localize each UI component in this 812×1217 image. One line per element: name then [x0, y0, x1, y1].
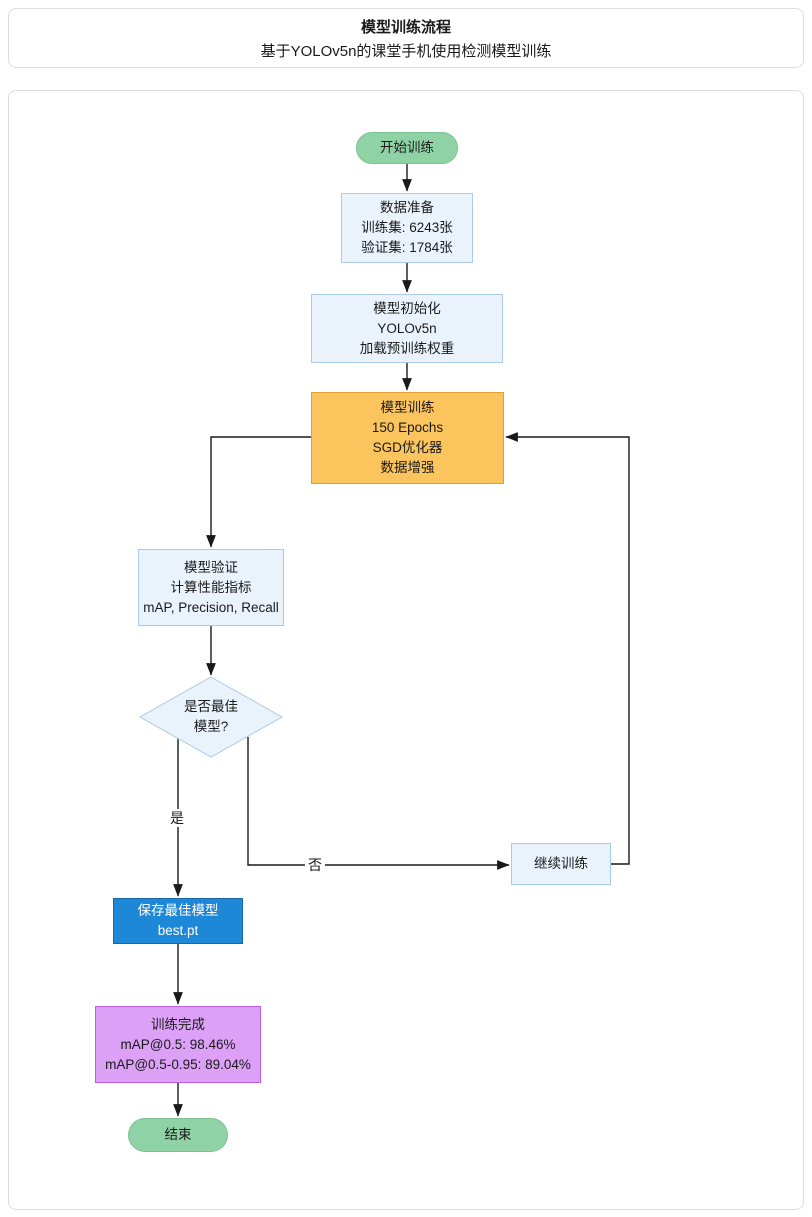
node-decision: 是否最佳 模型? [140, 677, 282, 757]
node-end: 结束 [128, 1118, 228, 1152]
node-model-init-line: YOLOv5n [377, 320, 437, 336]
node-training-line: 150 Epochs [371, 420, 444, 435]
node-training-line: 模型训练 [380, 400, 435, 415]
node-training: 模型训练 150 Epochs SGD优化器 数据增强 [311, 392, 504, 484]
node-continue-training: 继续训练 [511, 843, 611, 885]
edge-label-yes: 是 [167, 809, 187, 827]
page-subtitle: 基于YOLOv5n的课堂手机使用检测模型训练 [260, 42, 552, 60]
node-continue-training-label: 继续训练 [534, 856, 588, 871]
node-save-model-line: 保存最佳模型 [137, 903, 219, 918]
header-panel: 模型训练流程 基于YOLOv5n的课堂手机使用检测模型训练 [8, 8, 804, 68]
node-training-complete-line: mAP@0.5-0.95: 89.04% [105, 1056, 251, 1072]
node-training-line: 数据增强 [380, 460, 435, 475]
node-start: 开始训练 [356, 132, 458, 164]
node-training-line: SGD优化器 [372, 440, 443, 455]
node-training-complete-line: 训练完成 [151, 1016, 205, 1032]
node-data-prep-line: 训练集: 6243张 [361, 220, 453, 235]
node-start-label: 开始训练 [380, 140, 434, 155]
node-training-complete-line: mAP@0.5: 98.46% [120, 1036, 236, 1052]
node-training-complete: 训练完成 mAP@0.5: 98.46% mAP@0.5-0.95: 89.04… [95, 1006, 261, 1083]
edge-train-to-validate [206, 436, 311, 548]
node-end-label: 结束 [164, 1127, 192, 1142]
node-save-model: 保存最佳模型 best.pt [113, 898, 243, 944]
page-title: 模型训练流程 [360, 18, 451, 36]
flowchart-canvas: 开始训练 数据准备 训练集: 6243张 验证集: 1784张 模型初始化 YO… [8, 90, 804, 1210]
node-model-init-line: 模型初始化 [373, 300, 441, 316]
node-data-prep-line: 数据准备 [380, 200, 434, 215]
node-decision-line: 模型? [193, 719, 229, 734]
node-save-model-line: best.pt [157, 923, 199, 938]
node-model-init-line: 加载预训练权重 [359, 340, 455, 356]
node-data-prep: 数据准备 训练集: 6243张 验证集: 1784张 [341, 193, 473, 263]
flowchart: 开始训练 数据准备 训练集: 6243张 验证集: 1784张 模型初始化 YO… [9, 91, 803, 1209]
decision-diamond-shape [138, 676, 284, 758]
edge-decision-no [247, 737, 510, 870]
node-model-init: 模型初始化 YOLOv5n 加载预训练权重 [311, 294, 503, 363]
node-data-prep-line: 验证集: 1784张 [361, 240, 453, 255]
node-validation-line: mAP, Precision, Recall [143, 599, 279, 615]
edge-label-no: 否 [305, 856, 325, 874]
node-decision-line: 是否最佳 [184, 699, 238, 714]
edge-continue-to-train [505, 432, 630, 865]
node-validation-line: 模型验证 [184, 559, 238, 575]
node-validation-line: 计算性能指标 [170, 579, 252, 595]
node-validation: 模型验证 计算性能指标 mAP, Precision, Recall [138, 549, 284, 626]
